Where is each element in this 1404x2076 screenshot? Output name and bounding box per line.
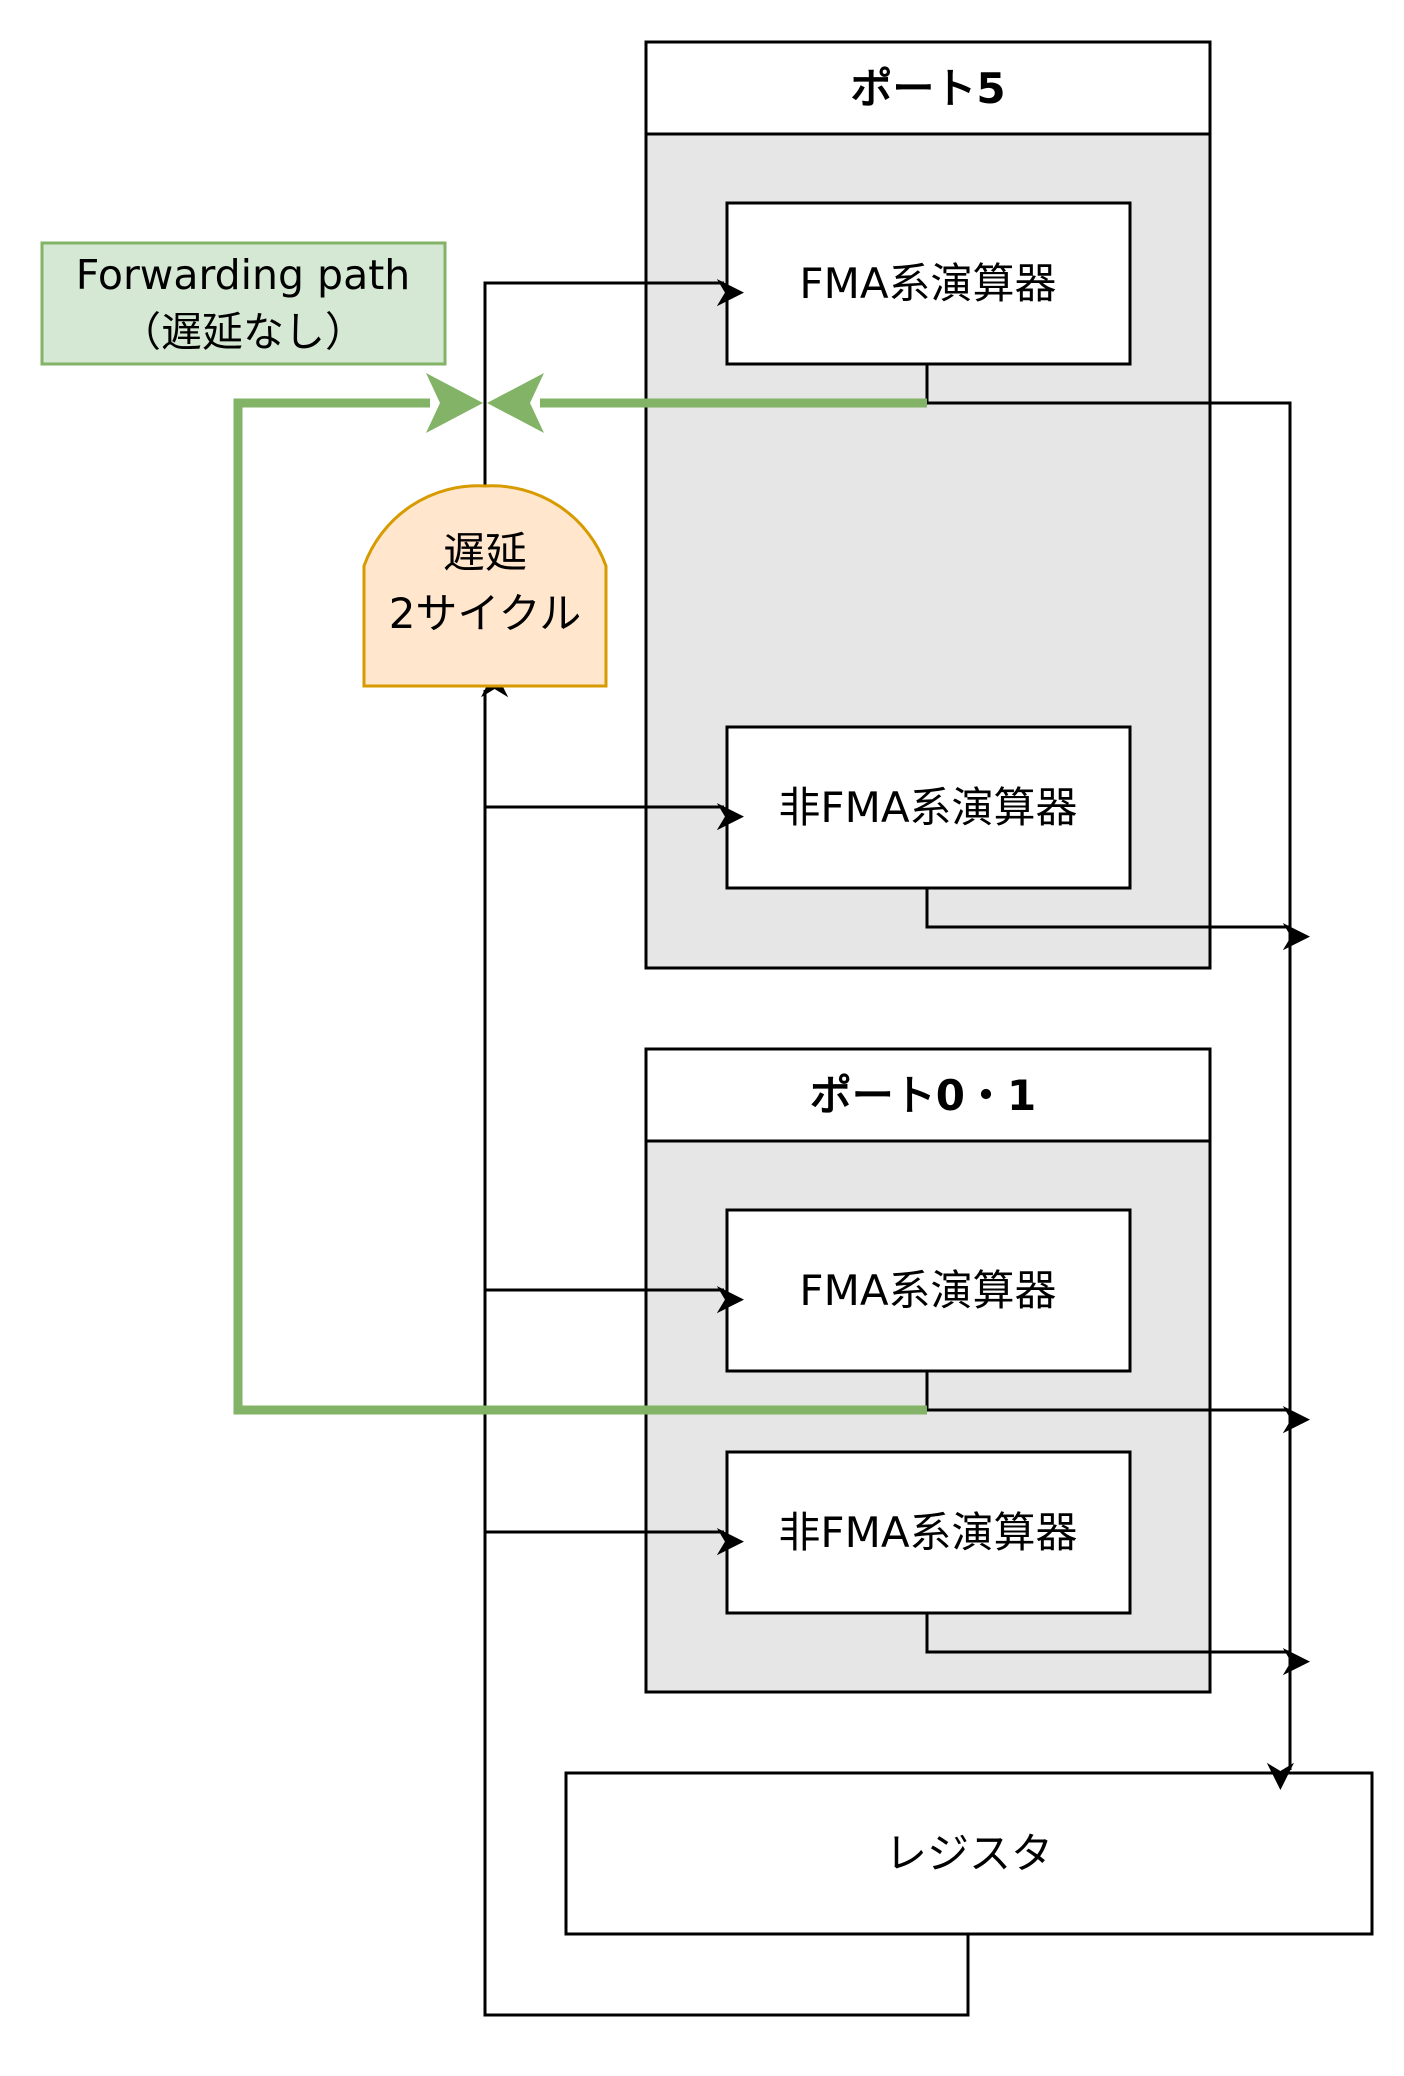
port5-nonfma-unit [725, 725, 1132, 890]
forwarding-path [233, 373, 927, 1415]
port01-panel: ポート0・1 FMA系演算器 非FMA系演算器 [644, 1047, 1212, 1694]
port01-title: ポート0・1 [810, 1071, 1036, 1120]
port5-fma-output-line [925, 364, 1294, 1791]
port01-header [644, 1047, 1212, 1143]
port5-fma-unit [725, 201, 1132, 366]
port01-nonfma-output-line [925, 1613, 1311, 1676]
delay-label-line2: 2サイクル [389, 589, 582, 638]
port01-nonfma-label: 非FMA系演算器 [778, 1508, 1077, 1557]
port5-title: ポート5 [850, 64, 1005, 113]
delay-output-line [483, 279, 745, 486]
forwarding-line-port01 [233, 398, 927, 1415]
register-feedback-line [481, 669, 970, 2017]
port5-header [644, 40, 1212, 136]
forwarding-arrowhead-right [487, 373, 544, 433]
forwarding-label-line1: Forwarding path [76, 251, 411, 299]
delay-shape [362, 484, 608, 688]
port5-nonfma-output-line [925, 888, 1311, 951]
port5-fma-label: FMA系演算器 [799, 259, 1056, 308]
delay-element: 遅延 2サイクル [362, 484, 608, 688]
forwarding-label-box [40, 241, 447, 366]
delay-label-line1: 遅延 [443, 528, 527, 577]
register-label: レジスタ [885, 1829, 1053, 1878]
port01-fma-label: FMA系演算器 [799, 1266, 1056, 1315]
port5-panel: ポート5 FMA系演算器 非FMA系演算器 [644, 40, 1212, 970]
port5-nonfma-label: 非FMA系演算器 [778, 783, 1077, 832]
forwarding-label: Forwarding path （遅延なし） [40, 241, 447, 366]
forwarding-label-line2: （遅延なし） [120, 308, 366, 356]
black-connectors [481, 279, 1311, 2017]
forwarding-arrowhead-left [426, 373, 483, 433]
